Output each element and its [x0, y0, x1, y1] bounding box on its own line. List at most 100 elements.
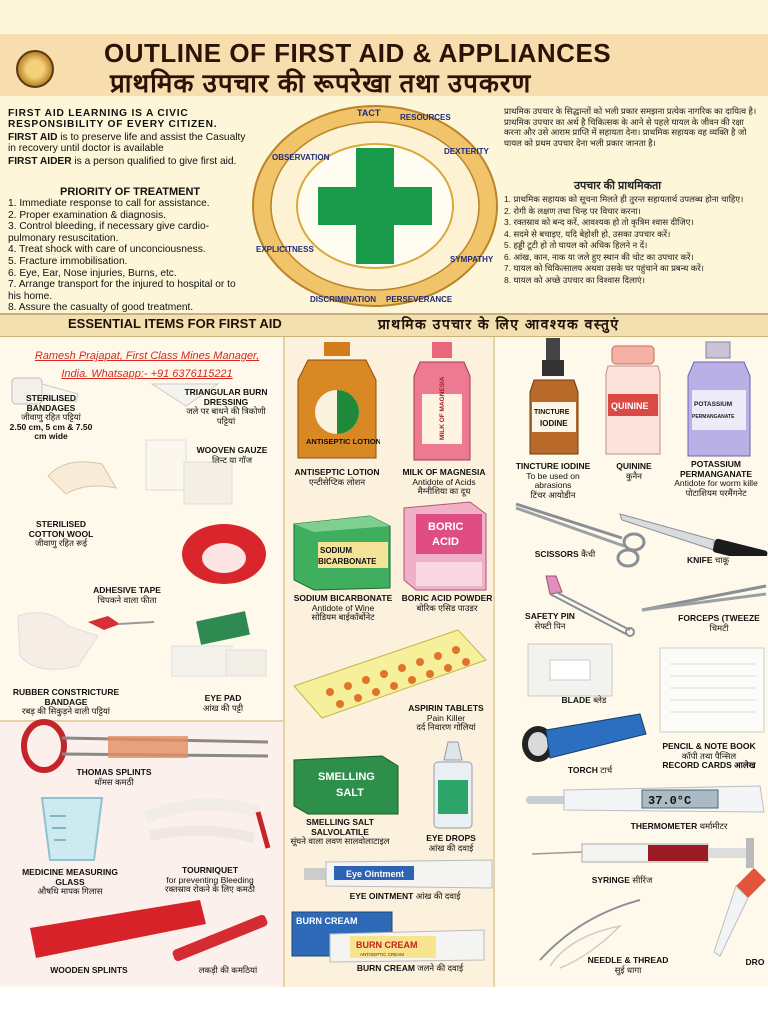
bottle-label-text: POTASSIUM: [694, 401, 732, 408]
item-name-hindi: कॉपी तथा पैन्सिल: [681, 750, 737, 761]
eye-drops-bottle-icon: [433, 741, 473, 829]
priority-list-hindi: 1. प्राथमिक सहायक को सूचना मिलते ही तुरन…: [504, 194, 766, 286]
item-name-hindi: रबड़ की सिकुड़ने वाली पट्टियां: [21, 706, 110, 716]
burn-cream-tube-icon: BURN CREAM BURN CREAM ANTISEPTIC CREAM: [291, 911, 485, 963]
eyepad-label: EYE PAD आंख की पट्टी: [188, 693, 258, 713]
item-sub: RECORD CARDS आलेख: [662, 760, 756, 770]
burncream-label: BURN CREAM जलने की दवाई: [330, 963, 490, 974]
box-label-text: SMELLING: [318, 771, 375, 783]
thomas-label: THOMAS SPLINTS थॉमस कमठी: [64, 767, 164, 787]
notebook-icon: [659, 647, 765, 733]
syringe-icon: [531, 838, 754, 868]
bottle-label-text: QUININE: [611, 401, 649, 411]
boric-acid-box-icon: BORIC ACID: [403, 501, 487, 591]
pencil-label: PENCIL & NOTE BOOK कॉपी तथा पैन्सिल RECO…: [650, 741, 768, 771]
priority-item-hindi: 6. आंख, कान, नाक या जले हुए स्थान की चोट…: [504, 251, 694, 262]
item-name-hindi: सुई धागा: [614, 964, 642, 975]
tube-label-text: BURN CREAM: [356, 940, 418, 950]
item-name-hindi: एन्टीसेप्टिक लोशन: [308, 476, 366, 487]
item-name-hindi: थर्मामीटर: [699, 821, 728, 831]
item-name: TOURNIQUET: [181, 865, 239, 875]
priority-item-hindi: 8. घायल को अच्छे उपचार का विश्वास दिलाएं…: [504, 274, 645, 285]
watermark-line: Ramesh Prajapat, First Class Mines Manag…: [34, 350, 260, 362]
bottle-label-text: ANTISEPTIC LOTION: [306, 437, 380, 446]
emblem-word: TACT: [357, 108, 381, 118]
rubber-bandage-icon: [17, 612, 155, 670]
item-name-hindi: औषधि मापक गिलास: [37, 886, 103, 896]
priority-item-hindi: 2. रोगी के लक्षण तथा चिन्ह पर विचार करना…: [504, 205, 641, 216]
item-sub: Antidote for worm kille: [674, 478, 758, 488]
priority-item-hindi: 3. रक्तस्राव को बन्द करें, आवश्यक हो तो …: [504, 217, 694, 227]
item-sub: 2.50 cm, 5 cm & 7.50 cm wide: [9, 421, 93, 441]
item-name-hindi: टार्च: [600, 765, 613, 775]
item-name-hindi: आंख की पट्टी: [202, 702, 244, 713]
torch-label: TORCH टार्च: [554, 765, 626, 776]
wooden-label-hindi: लकड़ी की कमठियां: [198, 965, 258, 975]
triangular-bandage-icon: [150, 383, 220, 407]
intro-text-hindi: प्राथमिक उपचार के सिद्धान्तों को भली प्र…: [504, 106, 757, 148]
item-name-hindi: बोरिक एसिड पाउडर: [416, 602, 478, 613]
blade-label: BLADE ब्लेड: [548, 695, 620, 706]
safetypin-label: SAFETY PIN सेफ्टी पिन: [512, 611, 588, 631]
priority-item: 7. Arrange transport for the injured to …: [8, 279, 236, 302]
box-label-text: BORIC: [428, 521, 464, 533]
wooden-splints-icon: [30, 900, 268, 962]
sodium-bicarbonate-box-icon: SODIUM BICARBONATE: [293, 515, 391, 591]
item-name: WOODEN SPLINTS: [50, 965, 128, 975]
footer-strip: [0, 987, 768, 1024]
item-name-hindi: लिन्ट या गॉज: [211, 454, 253, 465]
item-name-hindi: सोडियम बाईकॉर्बोनेट: [311, 612, 375, 622]
item-name: PENCIL & NOTE BOOK: [662, 741, 756, 751]
bottle-label-text: MILK OF MAGNESIA: [439, 376, 446, 440]
quinine-label: QUININE कुनैन: [604, 461, 664, 481]
emblem-word: RESOURCES: [400, 113, 451, 122]
item-name-hindi: चिपकने वाला फीता: [97, 594, 157, 605]
first-aider-term: FIRST AIDER: [8, 156, 72, 167]
essential-items-title: ESSENTIAL ITEMS FOR FIRST AID: [68, 316, 282, 331]
dropper-icon: [713, 868, 766, 957]
item-name-hindi: आंख की दवाई: [415, 891, 461, 901]
knife-icon: [619, 513, 768, 556]
item-name: BLADE: [561, 695, 591, 705]
cotton-wool-icon: [47, 461, 117, 495]
priority-item: 3. Control bleeding, if necessary give c…: [8, 221, 210, 244]
header-band: [0, 34, 768, 96]
item-name: EYE OINTMENT: [349, 891, 414, 901]
emblem-word: DEXTERITY: [444, 147, 490, 156]
first-aid-def: is to preserve life and assist the Casua…: [8, 132, 246, 154]
bottle-label-text: PERMANGANATE: [692, 414, 735, 420]
item-name: NEEDLE & THREAD: [587, 955, 669, 965]
forceps-icon: [641, 584, 767, 612]
scissors-label: SCISSORS कैंची: [520, 549, 610, 560]
scissors-icon: [515, 502, 646, 568]
item-name: STERILISED BANDAGES: [25, 393, 77, 413]
item-name-hindi: थॉमस कमठी: [94, 776, 134, 787]
bandage-roll-icon: [11, 377, 79, 405]
item-name-hindi: चाकू: [714, 555, 729, 565]
first-aider-def: is a person qualified to give first aid.: [74, 156, 237, 167]
essential-items-bar: [0, 313, 768, 337]
eye-ointment-tube-icon: Eye Ointment: [304, 859, 493, 889]
antiseptic-bottle-icon: ANTISEPTIC LOTION: [297, 342, 380, 459]
quinine-bottle-icon: QUININE: [605, 345, 661, 455]
watermark-text: Ramesh Prajapat, First Class Mines Manag…: [22, 347, 272, 383]
thermometer-display: 37.0°C: [648, 794, 691, 808]
item-name-hindi: पोटाशियम परमैंगनेट: [685, 487, 747, 498]
boric-label: BORIC ACID POWDER बोरिक एसिड पाउडर: [400, 593, 494, 613]
item-name: TINCTURE IODINE: [515, 461, 591, 471]
milk-of-magnesia-bottle-icon: MILK OF MAGNESIA: [413, 342, 471, 461]
needle-thread-icon: [539, 899, 641, 969]
item-sub: Antidote of Acids: [412, 476, 476, 487]
priority-item-hindi: 1. प्राथमिक सहायक को सूचना मिलते ही तुरन…: [504, 194, 744, 204]
tourniquet-label: TOURNIQUET for preventing Bleeding रक्तस…: [140, 865, 280, 895]
priority-title: PRIORITY OF TREATMENT: [60, 186, 201, 198]
box-label-text: SODIUM: [320, 546, 352, 555]
item-sub: for preventing Bleeding: [166, 874, 254, 885]
tincture-iodine-bottle-icon: TINCTURE IODINE: [529, 338, 579, 455]
magnesia-label: MILK OF MAGNESIA Antidote of Acids मैग्न…: [394, 467, 494, 497]
bandages-label: STERILISED BANDAGES जीवाणु रहित पट्टियां…: [6, 393, 96, 442]
emblem-word: DISCRIMINATION: [310, 295, 376, 304]
item-name: KNIFE: [686, 555, 713, 565]
emblem-word: OBSERVATION: [272, 153, 330, 162]
item-name-hindi: कुनैन: [626, 470, 642, 481]
